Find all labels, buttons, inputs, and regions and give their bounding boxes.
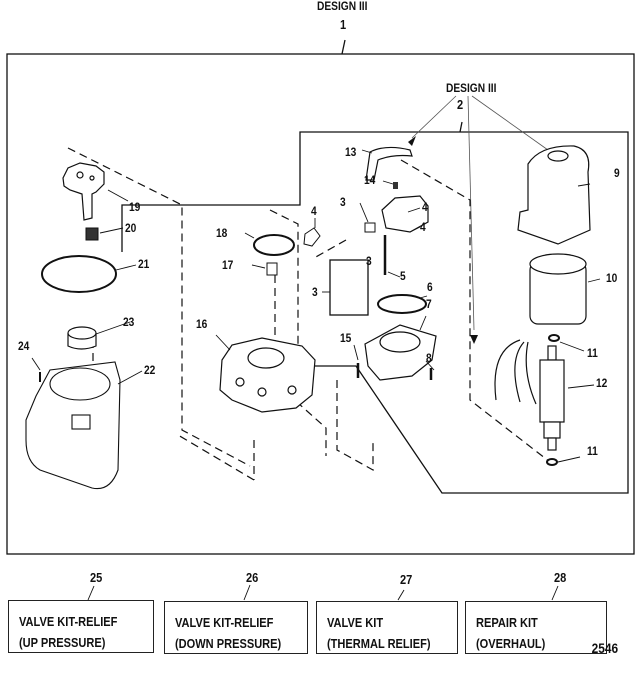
part-9-motor-cover bbox=[517, 145, 591, 245]
kit-27-line2: (THERMAL RELIEF) bbox=[327, 636, 431, 651]
leader-1 bbox=[341, 39, 346, 55]
part-4-brush-holder bbox=[381, 195, 429, 233]
callout-16: 16 bbox=[196, 317, 208, 331]
kit-26-line1: VALVE KIT-RELIEF bbox=[175, 615, 274, 630]
leader-2 bbox=[459, 121, 463, 133]
callout-23: 23 bbox=[123, 315, 135, 329]
kit-callout-25: 25 bbox=[90, 570, 103, 585]
kit-callout-27: 27 bbox=[400, 572, 413, 587]
kit-28-line1: REPAIR KIT bbox=[476, 615, 538, 630]
figure-number: 2546 bbox=[591, 640, 618, 656]
part-12-armature bbox=[539, 345, 565, 451]
part-18-o-ring bbox=[253, 234, 295, 256]
kit-25-line2: (UP PRESSURE) bbox=[19, 635, 106, 650]
callout-13: 13 bbox=[345, 145, 357, 159]
callout-5: 5 bbox=[400, 269, 406, 283]
part-23-cap bbox=[67, 326, 97, 350]
kit-box-28: REPAIR KIT (OVERHAUL) bbox=[465, 601, 607, 654]
part-7-end-cap bbox=[364, 324, 437, 381]
part-6-o-ring bbox=[377, 294, 427, 314]
callout-19: 19 bbox=[129, 200, 141, 214]
top-assembly-label: DESIGN III bbox=[317, 0, 368, 13]
callout-7: 7 bbox=[426, 297, 432, 311]
part-10-field-frame bbox=[529, 253, 587, 325]
callout-18: 18 bbox=[216, 226, 228, 240]
callout-4a: 4 bbox=[422, 200, 428, 214]
callout-22: 22 bbox=[144, 363, 156, 377]
part-13-brush-plate bbox=[365, 146, 413, 181]
callout-21: 21 bbox=[138, 257, 150, 271]
callout-11b: 11 bbox=[587, 444, 598, 458]
callout-14: 14 bbox=[364, 173, 376, 187]
kit-28-line2: (OVERHAUL) bbox=[476, 636, 546, 651]
callout-11a: 11 bbox=[587, 346, 598, 360]
part-4-brush-small bbox=[303, 227, 321, 247]
part-22-reservoir bbox=[25, 361, 121, 490]
brush-detail-box bbox=[329, 259, 369, 316]
callout-3a: 3 bbox=[340, 195, 346, 209]
callout-2: 2 bbox=[457, 97, 464, 112]
part-11-washer-top bbox=[548, 334, 560, 342]
kit-box-25: VALVE KIT-RELIEF (UP PRESSURE) bbox=[8, 600, 154, 653]
kit-box-27: VALVE KIT (THERMAL RELIEF) bbox=[316, 601, 458, 654]
wire-harness bbox=[494, 339, 537, 405]
sub-assembly-label: DESIGN III bbox=[446, 81, 497, 95]
callout-1: 1 bbox=[340, 17, 347, 32]
callout-17: 17 bbox=[222, 258, 234, 272]
callout-8: 8 bbox=[426, 351, 432, 365]
kit-callout-26: 26 bbox=[246, 570, 259, 585]
part-17-valve bbox=[266, 262, 278, 276]
callout-24: 24 bbox=[18, 339, 30, 353]
callout-3b: 3 bbox=[366, 254, 372, 268]
callout-6: 6 bbox=[427, 280, 433, 294]
assembly-frame bbox=[6, 53, 635, 555]
callout-4b: 4 bbox=[420, 220, 426, 234]
part-14-screw bbox=[393, 182, 398, 189]
kit-26-line2: (DOWN PRESSURE) bbox=[175, 636, 282, 651]
callout-15: 15 bbox=[340, 331, 352, 345]
part-21-o-ring bbox=[41, 255, 117, 293]
part-11-washer-bottom bbox=[546, 458, 558, 466]
part-3-brush bbox=[364, 222, 376, 233]
part-20-filter bbox=[85, 227, 99, 241]
motor-frame bbox=[121, 131, 629, 494]
kit-box-26: VALVE KIT-RELIEF (DOWN PRESSURE) bbox=[164, 601, 308, 654]
kit-callout-28: 28 bbox=[554, 570, 567, 585]
callout-3c: 3 bbox=[312, 285, 318, 299]
callout-20: 20 bbox=[125, 221, 137, 235]
part-19-pump bbox=[62, 162, 105, 221]
part-16-pump-body bbox=[219, 337, 316, 413]
callout-10: 10 bbox=[606, 271, 618, 285]
callout-9: 9 bbox=[614, 166, 620, 180]
callout-4c: 4 bbox=[311, 204, 317, 218]
kit-25-line1: VALVE KIT-RELIEF bbox=[19, 614, 118, 629]
kit-27-line1: VALVE KIT bbox=[327, 615, 384, 630]
callout-12: 12 bbox=[596, 376, 608, 390]
